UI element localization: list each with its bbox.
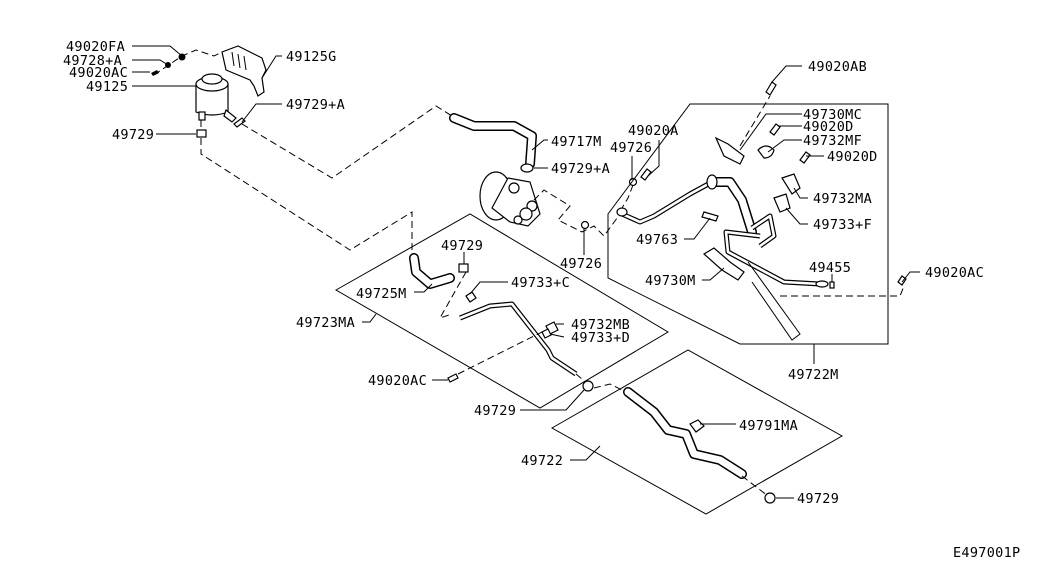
callout-labels: 49020FA 49728+A 49020AC 49125 49125G 497… (63, 39, 1020, 561)
callout-49723MA: 49723MA (296, 315, 355, 331)
callout-49732MF: 49732MF (803, 133, 862, 149)
bolt-49020AB[interactable] (765, 81, 777, 96)
callout-49732MB: 49732MB (571, 317, 630, 333)
clamp-49729-mid[interactable] (458, 263, 469, 273)
callout-49729A: 49729+A (286, 97, 345, 113)
sensor-49763[interactable] (701, 211, 719, 222)
clamp-49729A-tank[interactable] (233, 117, 246, 128)
callout-49125: 49125 (86, 79, 128, 95)
bracket-49730M[interactable] (702, 247, 745, 281)
bolt-49020AC[interactable] (151, 70, 159, 76)
clamp-49729A-pump[interactable] (520, 163, 534, 173)
reservoir-group (151, 45, 267, 138)
callout-49733F: 49733+F (813, 217, 872, 233)
callout-49729: 49729 (441, 238, 483, 254)
callout-49125G: 49125G (286, 49, 337, 65)
cooler-pipe-49723MA[interactable] (459, 301, 578, 377)
diagram-code: E497001P (953, 545, 1020, 561)
box-49723MA (334, 213, 669, 409)
nut-49020FA[interactable] (178, 53, 186, 61)
callout-49729: 49729 (797, 491, 839, 507)
callout-49020D: 49020D (803, 119, 854, 135)
box-49722 (550, 349, 844, 515)
callout-49020AC: 49020AC (925, 265, 984, 281)
hose-49725M[interactable] (409, 253, 455, 289)
callout-49733C: 49733+C (511, 275, 570, 291)
clamp-49791MA[interactable] (689, 419, 705, 433)
leader-lines (132, 45, 920, 499)
callout-49722: 49722 (521, 453, 563, 469)
callout-49020D: 49020D (827, 149, 878, 165)
washer-49726-lower[interactable] (580, 220, 590, 230)
bracket-49730MC[interactable] (714, 136, 745, 165)
callout-49020AB: 49020AB (808, 59, 867, 75)
suction-hose-49717M[interactable] (449, 113, 537, 169)
callout-49455: 49455 (809, 260, 851, 276)
bolt-49020D-2[interactable] (799, 151, 811, 164)
callout-49763: 49763 (636, 232, 678, 248)
clamp-49733D[interactable] (541, 328, 552, 339)
callout-49725M: 49725M (356, 286, 407, 302)
callout-49726: 49726 (560, 256, 602, 272)
callout-49730M: 49730M (645, 273, 696, 289)
bolt-49020A[interactable] (640, 168, 652, 181)
cap-49455[interactable] (829, 281, 835, 289)
bolt-49020D-1[interactable] (769, 123, 781, 136)
reservoir-tank[interactable] (195, 73, 237, 123)
bolt-49020AC-left[interactable] (447, 373, 459, 383)
callout-49722M: 49722M (788, 367, 839, 383)
callout-49729: 49729 (112, 127, 154, 143)
callout-49726: 49726 (610, 140, 652, 156)
hose-49722[interactable] (623, 387, 747, 479)
box-49722M (607, 103, 889, 345)
power-steering-pump[interactable] (479, 171, 541, 227)
callout-49020AC: 49020AC (69, 65, 128, 81)
callout-49732MA: 49732MA (813, 191, 872, 207)
clamp-49729-tank[interactable] (196, 129, 207, 138)
callout-49729A: 49729+A (551, 161, 610, 177)
callout-49020FA: 49020FA (66, 39, 125, 55)
callout-49733D: 49733+D (571, 330, 630, 346)
callout-49791MA: 49791MA (739, 418, 798, 434)
callout-49020A: 49020A (628, 123, 679, 139)
clamp-49733F[interactable] (773, 193, 791, 213)
callout-49717M: 49717M (551, 134, 602, 150)
pressure-hose-49763[interactable] (616, 174, 757, 237)
clamp-49729-lower[interactable] (582, 380, 594, 392)
clamp-49729-bottom[interactable] (764, 492, 776, 504)
clamp-49732MF[interactable] (757, 145, 775, 159)
clamp-49732MA[interactable] (781, 173, 801, 195)
callout-49730MC: 49730MC (803, 107, 862, 123)
bolt-49020AC-right[interactable] (897, 275, 907, 286)
callout-49728A: 49728+A (63, 53, 122, 69)
callout-49020AC: 49020AC (368, 373, 427, 389)
callout-49729: 49729 (474, 403, 516, 419)
return-pipe[interactable] (723, 213, 829, 288)
